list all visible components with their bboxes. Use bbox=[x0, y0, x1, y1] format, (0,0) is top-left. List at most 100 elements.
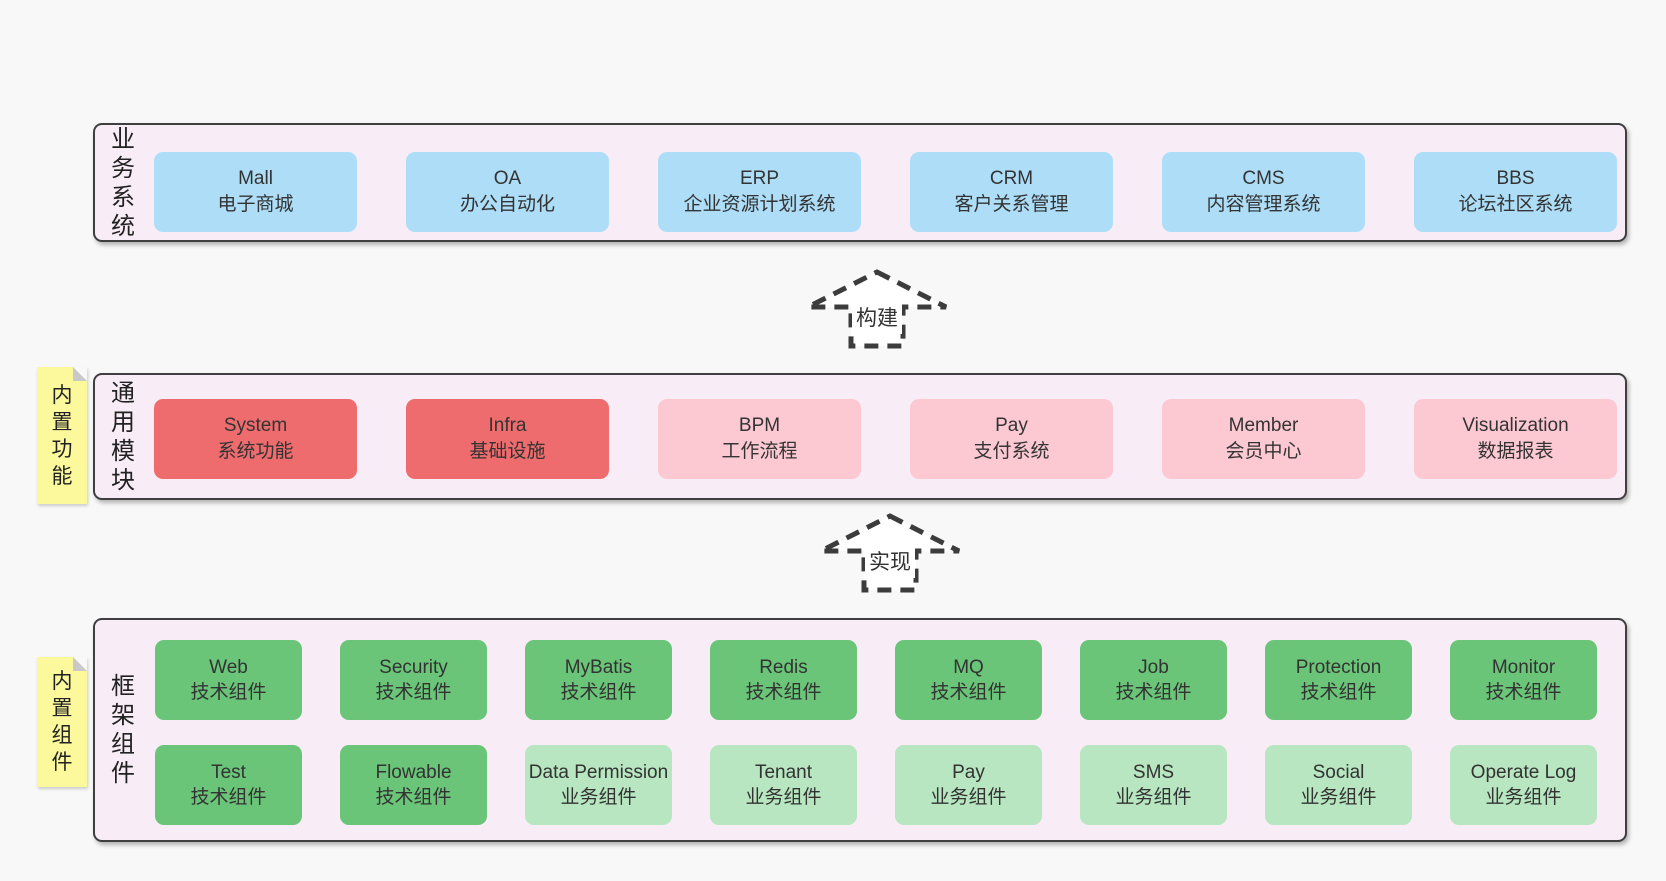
layer-business-label: 业务系统 bbox=[111, 125, 135, 240]
box-subtitle: 技术组件 bbox=[190, 787, 267, 808]
box-erp: ERP 企业资源计划系统 bbox=[658, 152, 861, 232]
box-subtitle: 技术组件 bbox=[1300, 682, 1377, 703]
box-security: Security 技术组件 bbox=[340, 640, 487, 720]
box-subtitle: 业务组件 bbox=[560, 787, 637, 808]
layer-framework-components: 框架组件 Web 技术组件 Security 技术组件 MyBatis 技术组件… bbox=[93, 618, 1627, 842]
layer-business-systems: 业务系统 Mall 电子商城 OA 办公自动化 ERP 企业资源计划系统 CRM… bbox=[93, 123, 1627, 242]
box-subtitle: 企业资源计划系统 bbox=[683, 194, 836, 215]
components-row-1: Web 技术组件 Security 技术组件 MyBatis 技术组件 Redi… bbox=[155, 640, 1597, 720]
box-pay-component: Pay 业务组件 bbox=[895, 745, 1042, 825]
box-cms: CMS 内容管理系统 bbox=[1162, 152, 1365, 232]
box-subtitle: 技术组件 bbox=[375, 682, 452, 703]
box-subtitle: 办公自动化 bbox=[459, 194, 555, 215]
implement-arrow-icon: 实现 bbox=[817, 512, 963, 594]
box-subtitle: 系统功能 bbox=[217, 441, 294, 462]
box-title: Monitor bbox=[1491, 657, 1556, 678]
box-flowable: Flowable 技术组件 bbox=[340, 745, 487, 825]
box-subtitle: 业务组件 bbox=[930, 787, 1007, 808]
box-title: Pay bbox=[995, 415, 1028, 436]
box-crm: CRM 客户关系管理 bbox=[910, 152, 1113, 232]
box-title: BBS bbox=[1496, 168, 1535, 189]
box-oa: OA 办公自动化 bbox=[406, 152, 609, 232]
box-operate-log: Operate Log 业务组件 bbox=[1450, 745, 1597, 825]
box-title: Social bbox=[1312, 762, 1365, 783]
box-subtitle: 内容管理系统 bbox=[1206, 194, 1321, 215]
modules-box-row: System 系统功能 Infra 基础设施 BPM 工作流程 Pay 支付系统… bbox=[154, 399, 1617, 479]
box-subtitle: 数据报表 bbox=[1477, 441, 1554, 462]
box-title: Tenant bbox=[754, 762, 813, 783]
box-title: OA bbox=[493, 168, 522, 189]
box-subtitle: 工作流程 bbox=[721, 441, 798, 462]
box-mq: MQ 技术组件 bbox=[895, 640, 1042, 720]
box-title: Web bbox=[209, 657, 248, 678]
box-title: Job bbox=[1138, 657, 1169, 678]
box-title: Protection bbox=[1295, 657, 1382, 678]
box-web: Web 技术组件 bbox=[155, 640, 302, 720]
box-subtitle: 技术组件 bbox=[745, 682, 822, 703]
box-bpm: BPM 工作流程 bbox=[658, 399, 861, 479]
business-box-row: Mall 电子商城 OA 办公自动化 ERP 企业资源计划系统 CRM 客户关系… bbox=[154, 152, 1617, 232]
box-member: Member 会员中心 bbox=[1162, 399, 1365, 479]
box-subtitle: 技术组件 bbox=[190, 682, 267, 703]
layer-common-modules: 通用模块 System 系统功能 Infra 基础设施 BPM 工作流程 Pay… bbox=[93, 373, 1627, 500]
layer-components-label: 框架组件 bbox=[111, 673, 135, 787]
box-title: SMS bbox=[1132, 762, 1175, 783]
box-subtitle: 客户关系管理 bbox=[954, 194, 1069, 215]
box-bbs: BBS 论坛社区系统 bbox=[1414, 152, 1617, 232]
box-subtitle: 基础设施 bbox=[469, 441, 546, 462]
box-subtitle: 支付系统 bbox=[973, 441, 1050, 462]
box-title: MQ bbox=[953, 657, 984, 678]
sticky-built-in-components: 内置组件 bbox=[37, 657, 87, 787]
box-sms: SMS 业务组件 bbox=[1080, 745, 1227, 825]
box-monitor: Monitor 技术组件 bbox=[1450, 640, 1597, 720]
box-subtitle: 技术组件 bbox=[1485, 682, 1562, 703]
box-social: Social 业务组件 bbox=[1265, 745, 1412, 825]
box-subtitle: 业务组件 bbox=[1485, 787, 1562, 808]
box-title: Pay bbox=[952, 762, 985, 783]
box-tenant: Tenant 业务组件 bbox=[710, 745, 857, 825]
sticky-built-in-features: 内置功能 bbox=[37, 367, 87, 504]
box-title: Operate Log bbox=[1470, 762, 1577, 783]
layer-modules-label: 通用模块 bbox=[111, 379, 135, 494]
box-subtitle: 业务组件 bbox=[1300, 787, 1377, 808]
box-redis: Redis 技术组件 bbox=[710, 640, 857, 720]
arrow-implement-label: 实现 bbox=[865, 548, 915, 578]
box-mall: Mall 电子商城 bbox=[154, 152, 357, 232]
box-subtitle: 技术组件 bbox=[1115, 682, 1192, 703]
box-mybatis: MyBatis 技术组件 bbox=[525, 640, 672, 720]
box-job: Job 技术组件 bbox=[1080, 640, 1227, 720]
box-protection: Protection 技术组件 bbox=[1265, 640, 1412, 720]
box-title: Infra bbox=[488, 415, 527, 436]
box-subtitle: 会员中心 bbox=[1225, 441, 1302, 462]
box-infra: Infra 基础设施 bbox=[406, 399, 609, 479]
box-subtitle: 技术组件 bbox=[375, 787, 452, 808]
box-title: CRM bbox=[989, 168, 1034, 189]
box-pay-module: Pay 支付系统 bbox=[910, 399, 1113, 479]
box-title: Test bbox=[211, 762, 246, 783]
box-subtitle: 技术组件 bbox=[560, 682, 637, 703]
box-title: ERP bbox=[739, 168, 780, 189]
box-title: Visualization bbox=[1462, 415, 1569, 436]
box-title: Data Permission bbox=[528, 762, 669, 783]
box-test: Test 技术组件 bbox=[155, 745, 302, 825]
components-row-2: Test 技术组件 Flowable 技术组件 Data Permission … bbox=[155, 745, 1597, 825]
box-subtitle: 论坛社区系统 bbox=[1458, 194, 1573, 215]
arrow-build-label: 构建 bbox=[852, 304, 902, 334]
box-title: Redis bbox=[759, 657, 808, 678]
box-subtitle: 业务组件 bbox=[745, 787, 822, 808]
box-system: System 系统功能 bbox=[154, 399, 357, 479]
box-title: Security bbox=[379, 657, 448, 678]
box-title: BPM bbox=[738, 415, 781, 436]
build-arrow-icon: 构建 bbox=[804, 268, 950, 350]
box-title: Member bbox=[1228, 415, 1299, 436]
box-visualization: Visualization 数据报表 bbox=[1414, 399, 1617, 479]
box-subtitle: 电子商城 bbox=[217, 194, 294, 215]
box-subtitle: 技术组件 bbox=[930, 682, 1007, 703]
box-title: Flowable bbox=[375, 762, 452, 783]
box-subtitle: 业务组件 bbox=[1115, 787, 1192, 808]
box-data-permission: Data Permission 业务组件 bbox=[525, 745, 672, 825]
box-title: Mall bbox=[238, 168, 273, 189]
box-title: System bbox=[223, 415, 288, 436]
box-title: MyBatis bbox=[564, 657, 633, 678]
